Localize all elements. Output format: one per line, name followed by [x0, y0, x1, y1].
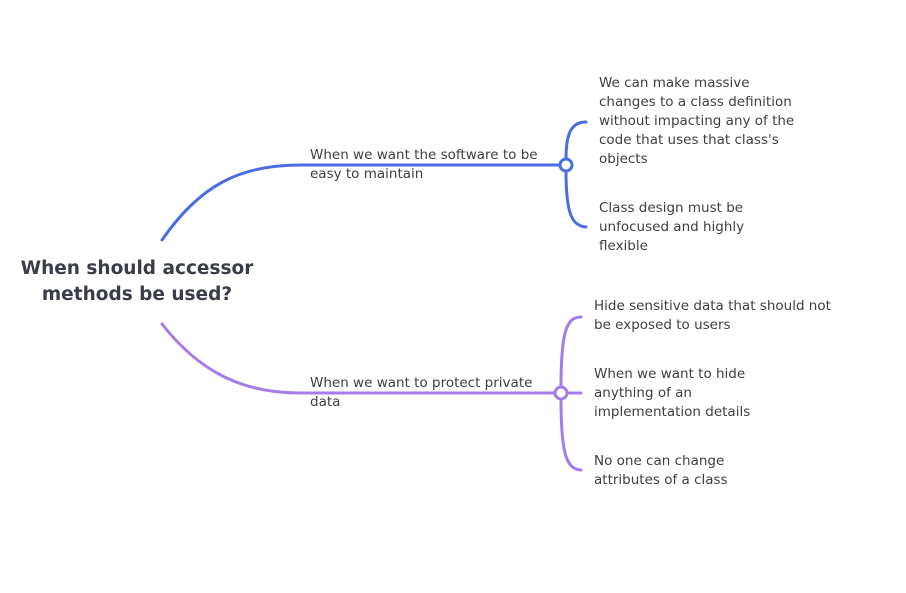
subtopic-no-one-change[interactable]: No one can change attributes of a class: [594, 453, 728, 488]
maintain-collapse-toggle[interactable]: [558, 157, 574, 173]
protect-fork-lower-branch: [559, 397, 583, 472]
topic-maintain[interactable]: When we want the software to be easy to …: [310, 147, 538, 182]
topic-protect[interactable]: When we want to protect private data: [310, 375, 533, 410]
root-to-maintain-connector: [160, 163, 302, 242]
maintain-fork-lower-branch: [564, 169, 588, 229]
subtopic-hide-implementation[interactable]: When we want to hide anything of an impl…: [594, 366, 751, 420]
root-to-protect-connector: [160, 322, 302, 395]
branch-maintain-connectors: [160, 120, 588, 242]
maintain-fork-upper-branch: [564, 120, 588, 161]
central-topic[interactable]: When should accessor methods be used?: [20, 258, 254, 305]
protect-collapse-toggle[interactable]: [553, 385, 569, 401]
subtopic-class-design[interactable]: Class design must be unfocused and highl…: [599, 200, 745, 254]
subtopic-hide-sensitive[interactable]: Hide sensitive data that should not be e…: [594, 298, 831, 333]
branch-protect-connectors: [160, 315, 583, 472]
protect-fork-upper-branch: [559, 315, 583, 389]
subtopic-massive-changes[interactable]: We can make massive changes to a class d…: [599, 75, 795, 167]
